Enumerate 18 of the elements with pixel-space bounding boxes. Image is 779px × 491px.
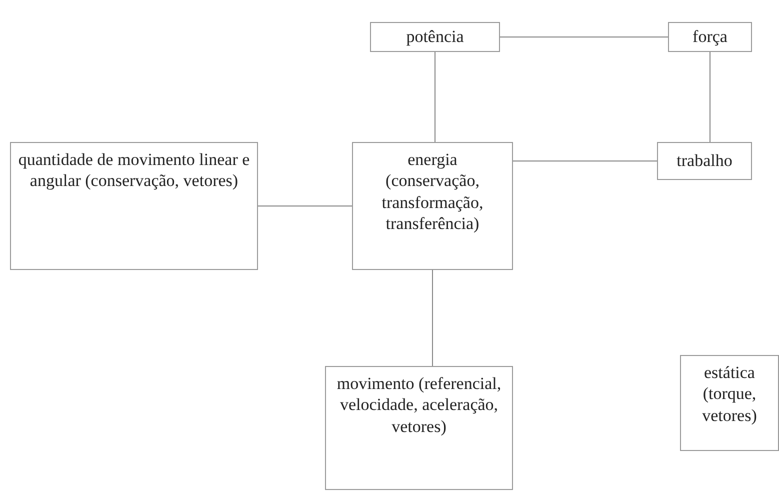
concept-box (325, 366, 513, 490)
concept-label: quantidade de movimento linear e angular (conservação, vetores) (17, 149, 251, 192)
concept-label: potência (406, 26, 464, 48)
connector-line (432, 270, 433, 366)
concept-label: trabalho (676, 150, 732, 172)
concept-box (352, 142, 513, 270)
concept-label: energia (conservação, transformação, transferência) (380, 149, 484, 234)
concept-box (10, 142, 258, 270)
connector-line (500, 36, 668, 38)
concept-box (668, 22, 752, 52)
concept-label: estática (torque, vetores) (701, 362, 758, 426)
concept-label: movimento (referencial, velocidade, aceleração, vetores) (336, 373, 502, 437)
concept-box (370, 22, 500, 52)
concept-box (680, 355, 779, 451)
connector-line (434, 52, 436, 142)
connector-line (512, 160, 658, 162)
concept-box (657, 142, 752, 180)
concept-label: força (692, 26, 728, 48)
